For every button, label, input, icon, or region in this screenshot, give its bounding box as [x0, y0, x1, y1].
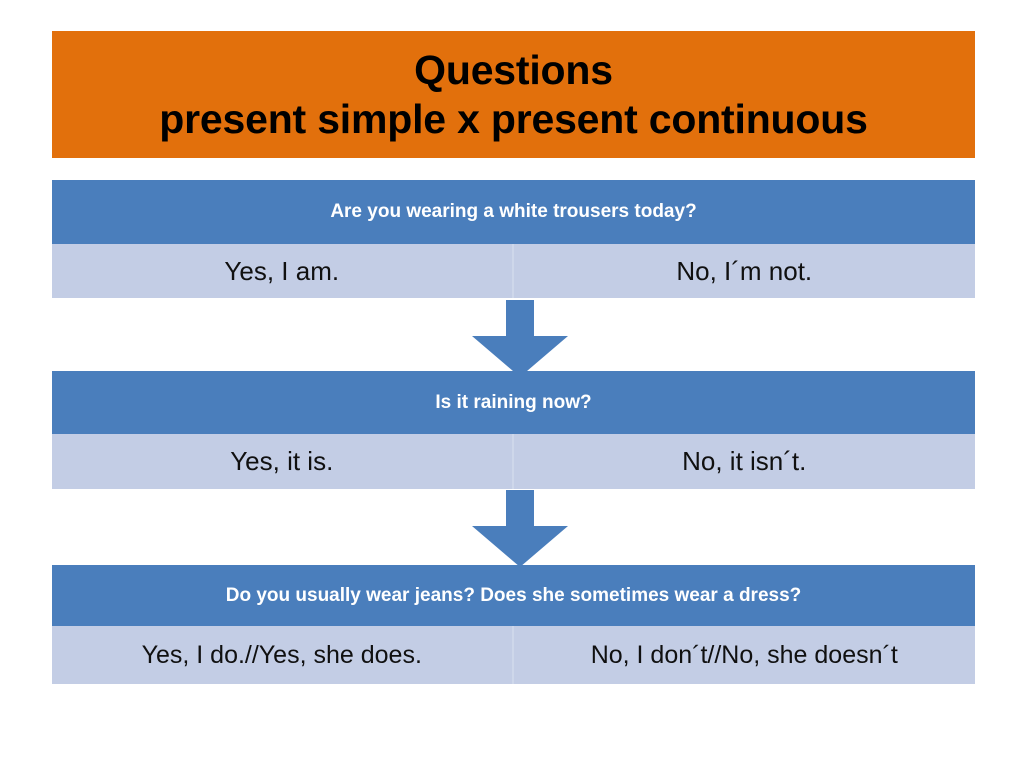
question-bar-1: Are you wearing a white trousers today? — [52, 180, 975, 244]
page-title-line-1: Questions — [414, 47, 613, 94]
question-bar-2: Is it raining now? — [52, 371, 975, 434]
answer-negative-1: No, I´m not. — [676, 255, 813, 286]
answer-row-1: Yes, I am. No, I´m not. — [52, 244, 975, 298]
answer-negative-2: No, it isn´t. — [682, 446, 807, 476]
title-banner: Questions present simple x present conti… — [52, 31, 975, 158]
answer-affirmative-1: Yes, I am. — [52, 244, 514, 298]
down-arrow-2-icon — [470, 490, 570, 568]
down-arrow-1-icon — [470, 300, 570, 378]
qa-block-3: Do you usually wear jeans? Does she some… — [52, 565, 975, 684]
page-title-line-2: present simple x present continuous — [159, 95, 868, 142]
answer-affirmative-3: Yes, I do.//Yes, she does. — [52, 626, 514, 684]
qa-block-1: Are you wearing a white trousers today? … — [52, 180, 975, 298]
answer-negative-3: No, I don´t//No, she doesn´t — [590, 640, 898, 669]
question-bar-3: Do you usually wear jeans? Does she some… — [52, 565, 975, 626]
answer-affirmative-2: Yes, it is. — [52, 434, 514, 489]
answer-row-2: Yes, it is. No, it isn´t. — [52, 434, 975, 489]
qa-block-2: Is it raining now? Yes, it is. No, it is… — [52, 371, 975, 489]
answer-row-3: Yes, I do.//Yes, she does. No, I don´t//… — [52, 626, 975, 684]
